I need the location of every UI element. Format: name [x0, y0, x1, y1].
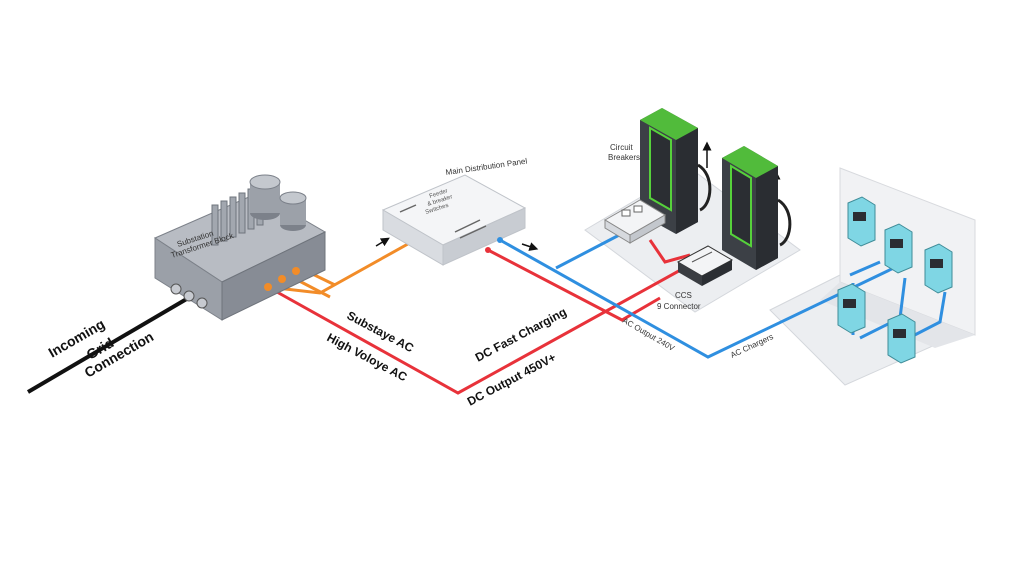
dc-fast-charger-1 [640, 108, 712, 234]
ac-wallbox-1 [847, 196, 876, 247]
panel-title: Main Distribution Panel [445, 157, 528, 177]
ac-output-line [499, 238, 901, 359]
ac-wallbox-3 [924, 243, 953, 294]
arrow-up-icon [375, 237, 390, 247]
ac-wallbox-2 [884, 223, 913, 274]
dc-fast-charging-line [487, 248, 661, 322]
ccs-connector-box [676, 245, 734, 286]
circuit-breakers-label-2: Breakers [608, 153, 640, 162]
ac-wallbox-4 [837, 283, 866, 334]
panel-line-1: Feeder [429, 188, 449, 200]
grid-cable [26, 295, 192, 394]
ccs-label-2: 9 Connector [657, 302, 701, 311]
ccs-label-1: CCS [675, 291, 692, 300]
substation-transformer [153, 174, 327, 321]
ac-wallbox-5 [887, 313, 916, 364]
ac-charger-wire-1 [849, 260, 881, 277]
dc-output-line [648, 239, 691, 264]
arrow-right-icon [521, 242, 539, 251]
main-distribution-panel [381, 174, 527, 266]
circuit-breakers-label-1: Circuit [610, 143, 633, 152]
circuit-breaker-box [604, 199, 666, 244]
ac-feed-line [555, 230, 626, 270]
ac-charger-wire-3 [904, 291, 947, 342]
dc-fast-charger-2 [722, 146, 792, 270]
